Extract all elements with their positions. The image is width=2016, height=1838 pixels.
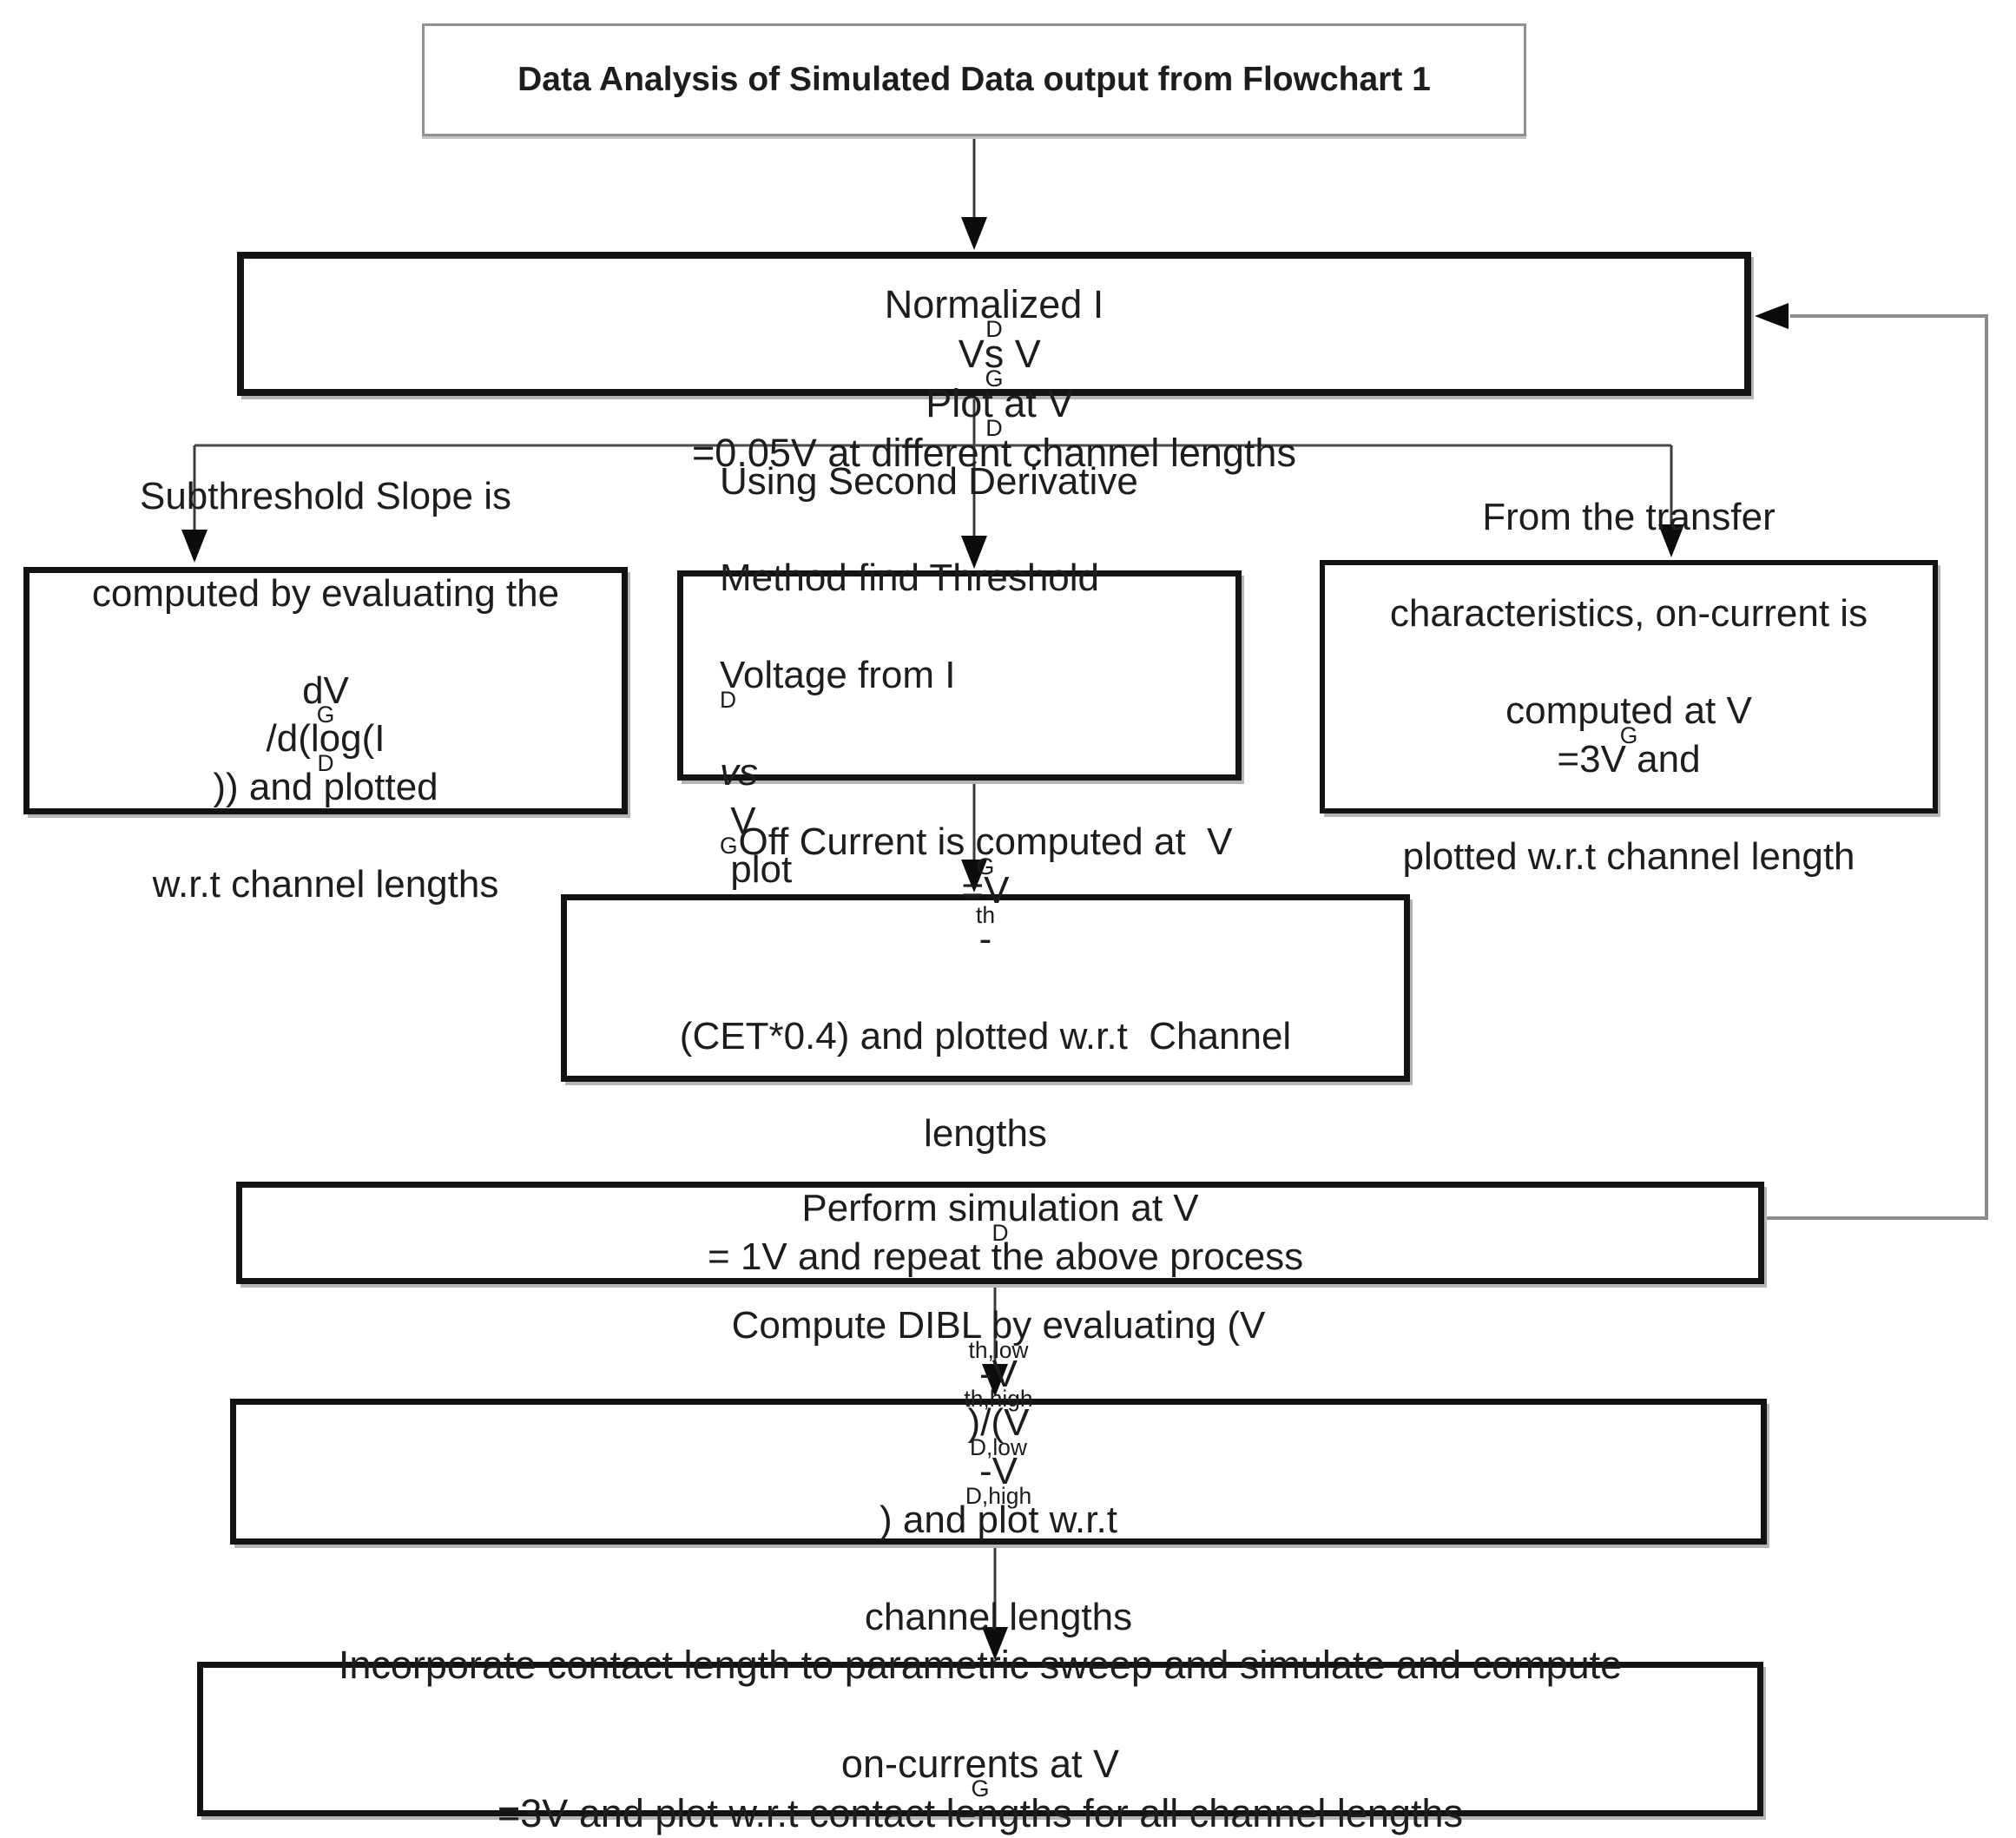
arrowhead-left-icon	[1755, 303, 1789, 329]
node-incorporate-contact-length: Incorporate contact length to parametric…	[197, 1643, 1763, 1835]
arrowhead-down-icon	[961, 860, 987, 893]
arrowhead-down-icon	[1658, 524, 1684, 557]
arrowhead-down-icon	[181, 530, 208, 563]
arrowhead-down-icon	[982, 1627, 1008, 1660]
node-title: Data Analysis of Simulated Data output f…	[422, 23, 1526, 136]
arrowhead-down-icon	[961, 217, 987, 250]
arrowhead-down-icon	[961, 536, 987, 569]
connector-feedback-loop	[1764, 314, 1988, 1220]
arrowhead-down-icon	[982, 1364, 1008, 1397]
